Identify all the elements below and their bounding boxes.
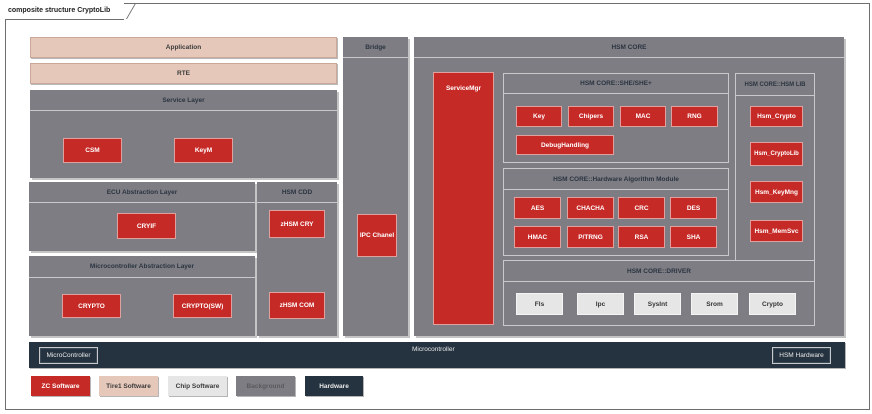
ecu-abstraction-title: ECU Abstraction Layer	[29, 182, 255, 203]
rte-layer[interactable]: RTE	[30, 63, 337, 84]
legend-hardware: Hardware	[305, 376, 363, 396]
module-des[interactable]: DES	[670, 197, 717, 219]
module-debughandling[interactable]: DebugHandling	[516, 135, 614, 155]
module-key[interactable]: Key	[516, 106, 562, 127]
legend-tire1-software: Tire1 Software	[99, 376, 158, 396]
driver-module: HSM CORE::DRIVER Fls Ipc SysInt Srom Cry…	[503, 260, 815, 326]
hsm-lib: HSM CORE::HSM LIB Hsm_Crypto Hsm_CryptoL…	[735, 73, 815, 261]
microcontroller-box[interactable]: MicroController	[39, 347, 98, 364]
module-zhsm-com[interactable]: zHSM COM	[269, 292, 325, 319]
module-rng[interactable]: RNG	[671, 106, 718, 127]
microcontroller-bar: MicroController Microcontroller HSM Hard…	[29, 342, 845, 368]
she-module: HSM CORE::SHE/SHE+ Key Chipers MAC RNG D…	[503, 73, 729, 163]
module-mac[interactable]: MAC	[620, 106, 666, 127]
hsm-cdd: HSM CDD zHSM CRY zHSM COM	[257, 182, 337, 336]
module-cryif[interactable]: CRYIF	[117, 213, 176, 239]
module-hsm-crypto[interactable]: Hsm_Crypto	[750, 106, 803, 127]
bridge-title: Bridge	[343, 37, 408, 58]
hardware-algorithm-module: HSM CORE::Hardware Algorithm Module AES …	[503, 168, 729, 256]
module-csm[interactable]: CSM	[63, 138, 122, 163]
module-hsm-cryptolib[interactable]: Hsm_CryptoLib	[750, 142, 803, 166]
module-ipc[interactable]: Ipc	[577, 293, 624, 315]
module-srom[interactable]: Srom	[691, 293, 738, 315]
hsm-lib-title: HSM CORE::HSM LIB	[736, 74, 814, 96]
module-sysint[interactable]: SysInt	[634, 293, 681, 315]
module-chipers[interactable]: Chipers	[568, 106, 614, 127]
module-crypto-driver[interactable]: Crypto	[749, 293, 796, 315]
bridge: Bridge IPC Chanel	[343, 37, 408, 336]
legend-chip-software: Chip Software	[168, 376, 227, 396]
module-sha[interactable]: SHA	[670, 226, 717, 248]
service-layer-title: Service Layer	[30, 90, 337, 111]
mcal-title: Microcontroller Abstraction Layer	[29, 256, 255, 278]
hsm-hardware-box[interactable]: HSM Hardware	[772, 347, 831, 364]
ham-title: HSM CORE::Hardware Algorithm Module	[504, 169, 728, 190]
diagram-frame	[5, 3, 870, 410]
module-hmac[interactable]: HMAC	[514, 226, 561, 248]
hsm-core-title: HSM CORE	[414, 37, 844, 58]
driver-title: HSM CORE::DRIVER	[504, 261, 814, 282]
module-keym[interactable]: KeyM	[174, 138, 233, 163]
hsm-cdd-title: HSM CDD	[257, 182, 337, 203]
she-title: HSM CORE::SHE/SHE+	[504, 74, 728, 94]
microcontroller-label: Microcontroller	[412, 346, 455, 353]
module-fls[interactable]: Fls	[516, 293, 563, 315]
legend-zc-software: ZC Software	[31, 376, 90, 396]
application-layer[interactable]: Application	[30, 37, 337, 58]
module-ipc-chanel[interactable]: IPC Chanel	[357, 214, 397, 257]
module-hsm-keymng[interactable]: Hsm_KeyMng	[750, 181, 803, 203]
module-crc[interactable]: CRC	[618, 197, 665, 219]
module-rsa[interactable]: RSA	[618, 226, 665, 248]
module-crypto[interactable]: CRYPTO	[62, 294, 121, 318]
module-servicemgr[interactable]: ServiceMgr	[433, 72, 494, 325]
legend-background: Background	[236, 376, 295, 396]
module-aes[interactable]: AES	[514, 197, 561, 219]
frame-title: composite structure CryptoLib	[5, 3, 125, 20]
module-ptrng[interactable]: P/TRNG	[567, 226, 614, 248]
module-chacha[interactable]: CHACHA	[567, 197, 614, 219]
hsm-core: HSM CORE ServiceMgr HSM CORE::SHE/SHE+ K…	[414, 37, 844, 336]
module-hsm-memsvc[interactable]: Hsm_MemSvc	[750, 220, 803, 242]
module-crypto-sw[interactable]: CRYPTO(SW)	[173, 294, 232, 318]
service-layer: Service Layer CSM KeyM	[30, 90, 337, 178]
ecu-abstraction-layer: ECU Abstraction Layer CRYIF	[29, 182, 255, 251]
mcal-layer: Microcontroller Abstraction Layer CRYPTO…	[29, 256, 255, 336]
module-zhsm-cry[interactable]: zHSM CRY	[269, 210, 325, 238]
